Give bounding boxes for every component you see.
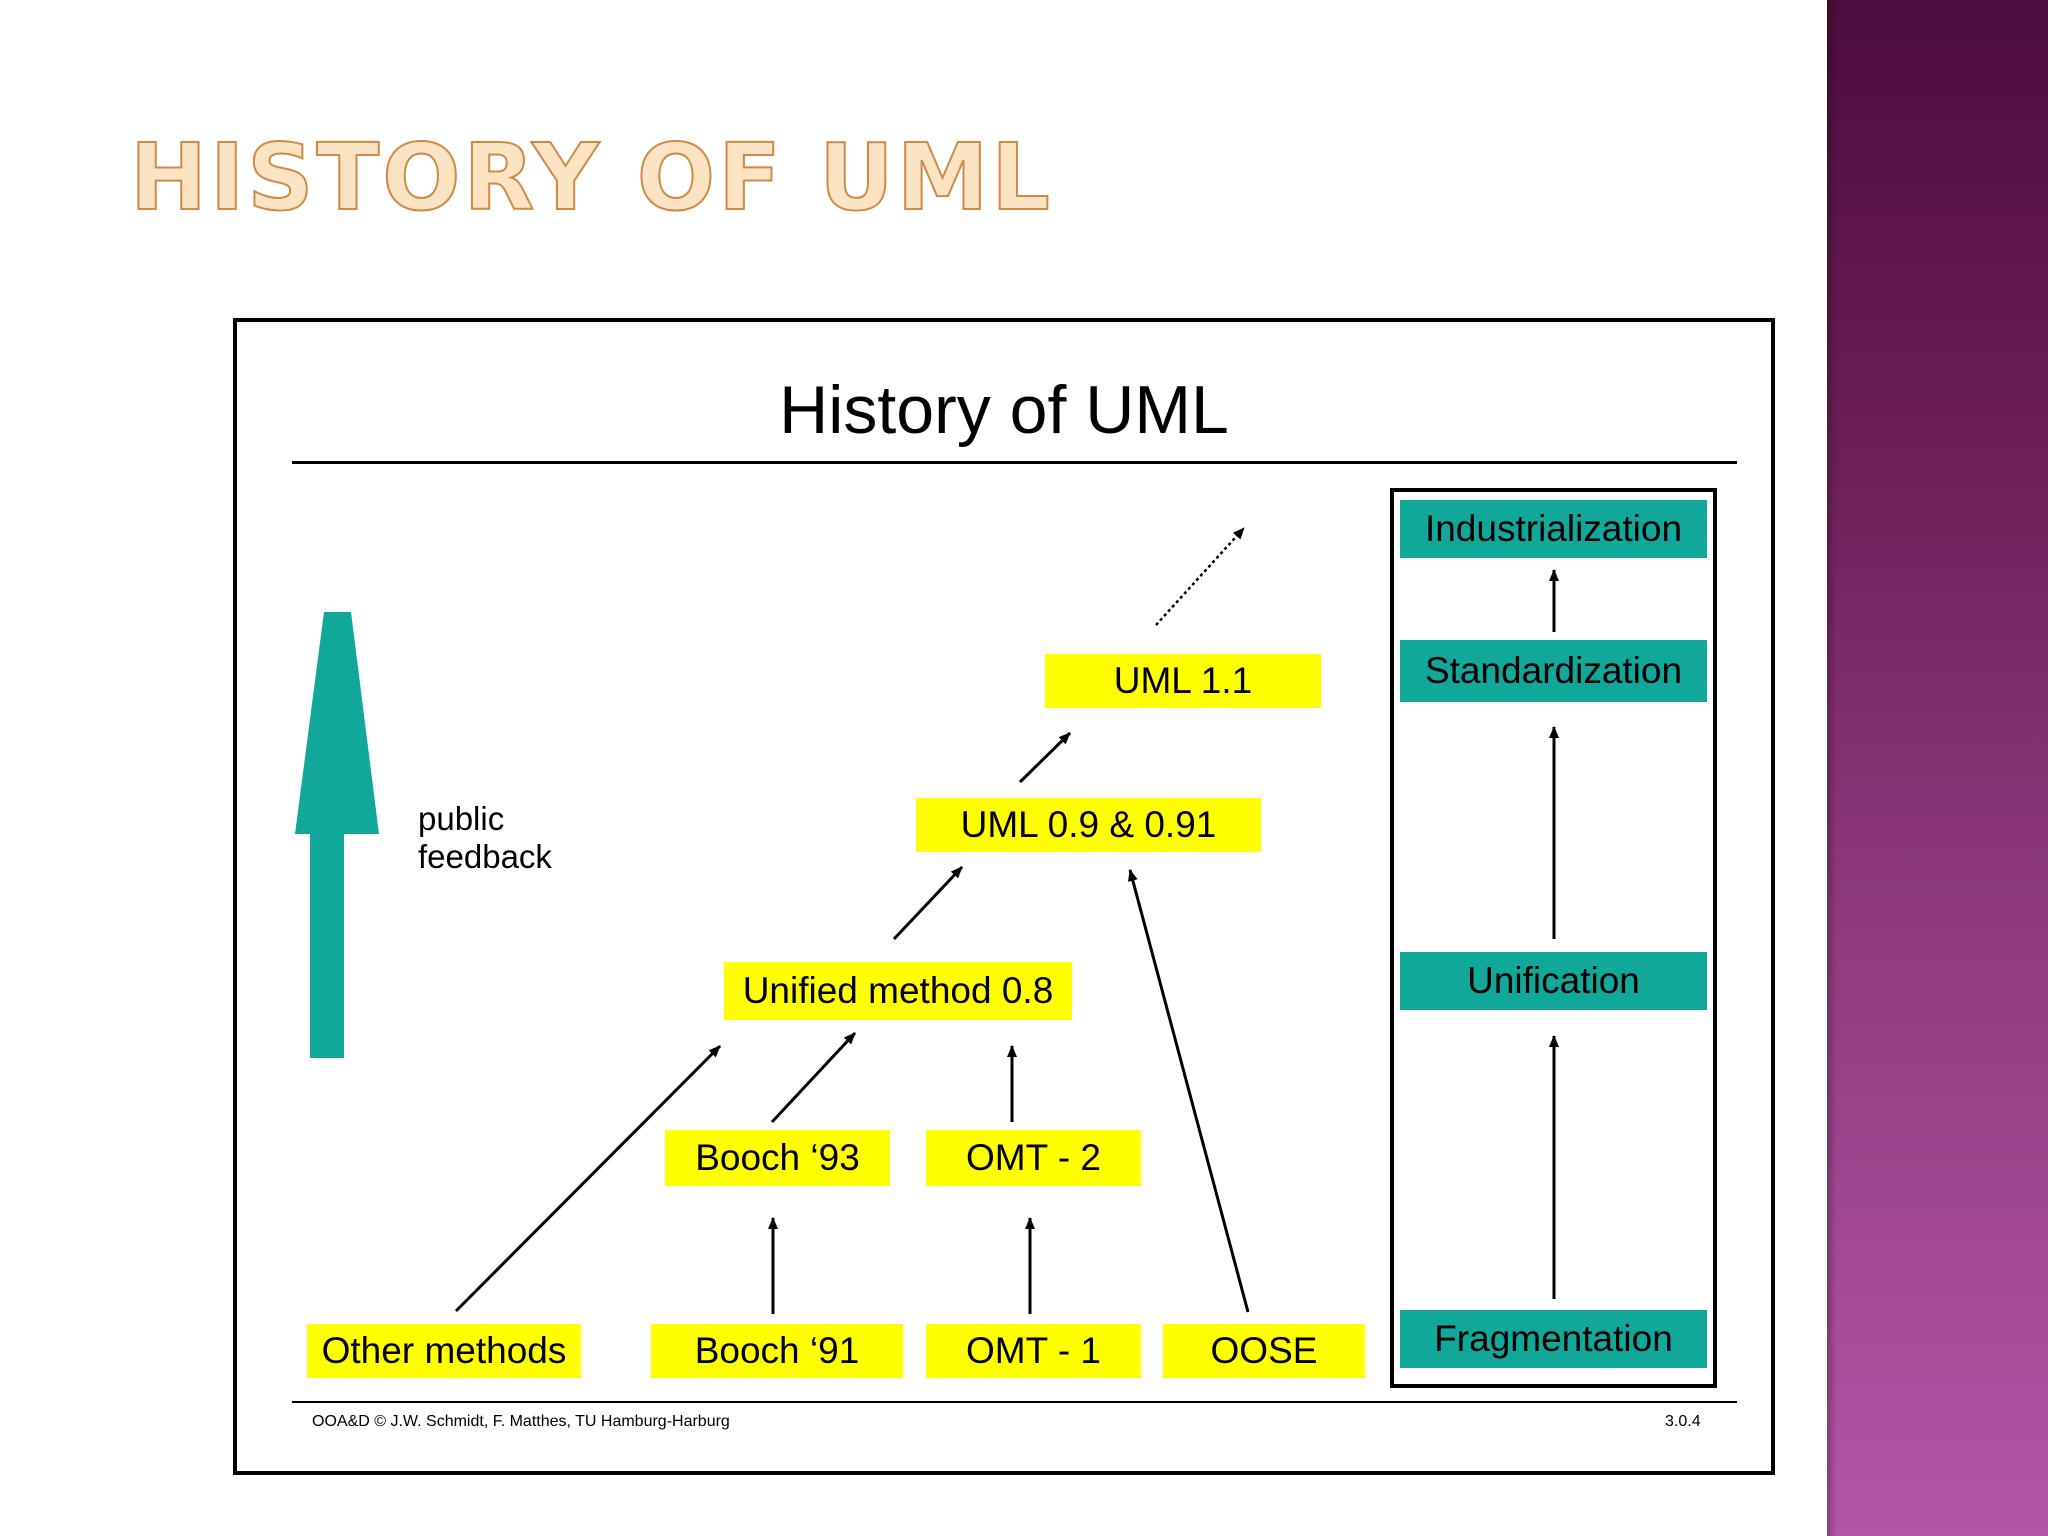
footer-page-number: 3.0.4 bbox=[1665, 1413, 1701, 1430]
public-feedback-label: public feedback bbox=[418, 800, 552, 876]
footer-credit: OOA&D © J.W. Schmidt, F. Matthes, TU Ham… bbox=[312, 1413, 730, 1430]
feedback-label-line-2: feedback bbox=[418, 838, 552, 875]
feedback-label-line-1: public bbox=[418, 800, 505, 837]
node-uml-11: UML 1.1 bbox=[1045, 654, 1321, 708]
footer-rule bbox=[292, 1401, 1737, 1403]
stage-standardization: Standardization bbox=[1400, 640, 1707, 702]
diagram-arrows bbox=[295, 527, 1559, 1314]
title-rule bbox=[292, 461, 1737, 464]
slide-title: HISTORY OF UML bbox=[129, 124, 1053, 231]
uml-history-figure: History of UML public feedback Other met… bbox=[233, 318, 1775, 1475]
node-booch-91: Booch ‘91 bbox=[651, 1324, 903, 1378]
node-omt-1: OMT - 1 bbox=[926, 1324, 1141, 1378]
decorative-side-band bbox=[1827, 0, 2048, 1536]
stage-industrialization: Industrialization bbox=[1400, 500, 1707, 558]
node-booch-93: Booch ‘93 bbox=[665, 1130, 890, 1186]
arrow-uml11-future bbox=[1155, 527, 1245, 626]
stage-fragmentation: Fragmentation bbox=[1400, 1310, 1707, 1368]
arrow-other-to-unified bbox=[454, 1044, 722, 1313]
public-feedback-arrow bbox=[295, 612, 379, 1058]
node-unified-method: Unified method 0.8 bbox=[724, 962, 1072, 1020]
node-other-methods: Other methods bbox=[307, 1324, 581, 1378]
arrow-uml09-to-uml11 bbox=[1018, 731, 1072, 784]
figure-title: History of UML bbox=[779, 372, 1229, 448]
side-band-edge bbox=[1827, 0, 1837, 1536]
arrow-unified-to-uml09 bbox=[892, 865, 964, 941]
stage-unification: Unification bbox=[1400, 952, 1707, 1010]
stage-frame bbox=[1390, 488, 1717, 1388]
node-omt-2: OMT - 2 bbox=[926, 1130, 1141, 1186]
arrow-booch93-to-unified bbox=[770, 1031, 857, 1124]
arrow-oose-to-uml09 bbox=[1128, 869, 1250, 1313]
node-oose: OOSE bbox=[1163, 1324, 1365, 1378]
node-uml-09: UML 0.9 & 0.91 bbox=[916, 798, 1261, 852]
